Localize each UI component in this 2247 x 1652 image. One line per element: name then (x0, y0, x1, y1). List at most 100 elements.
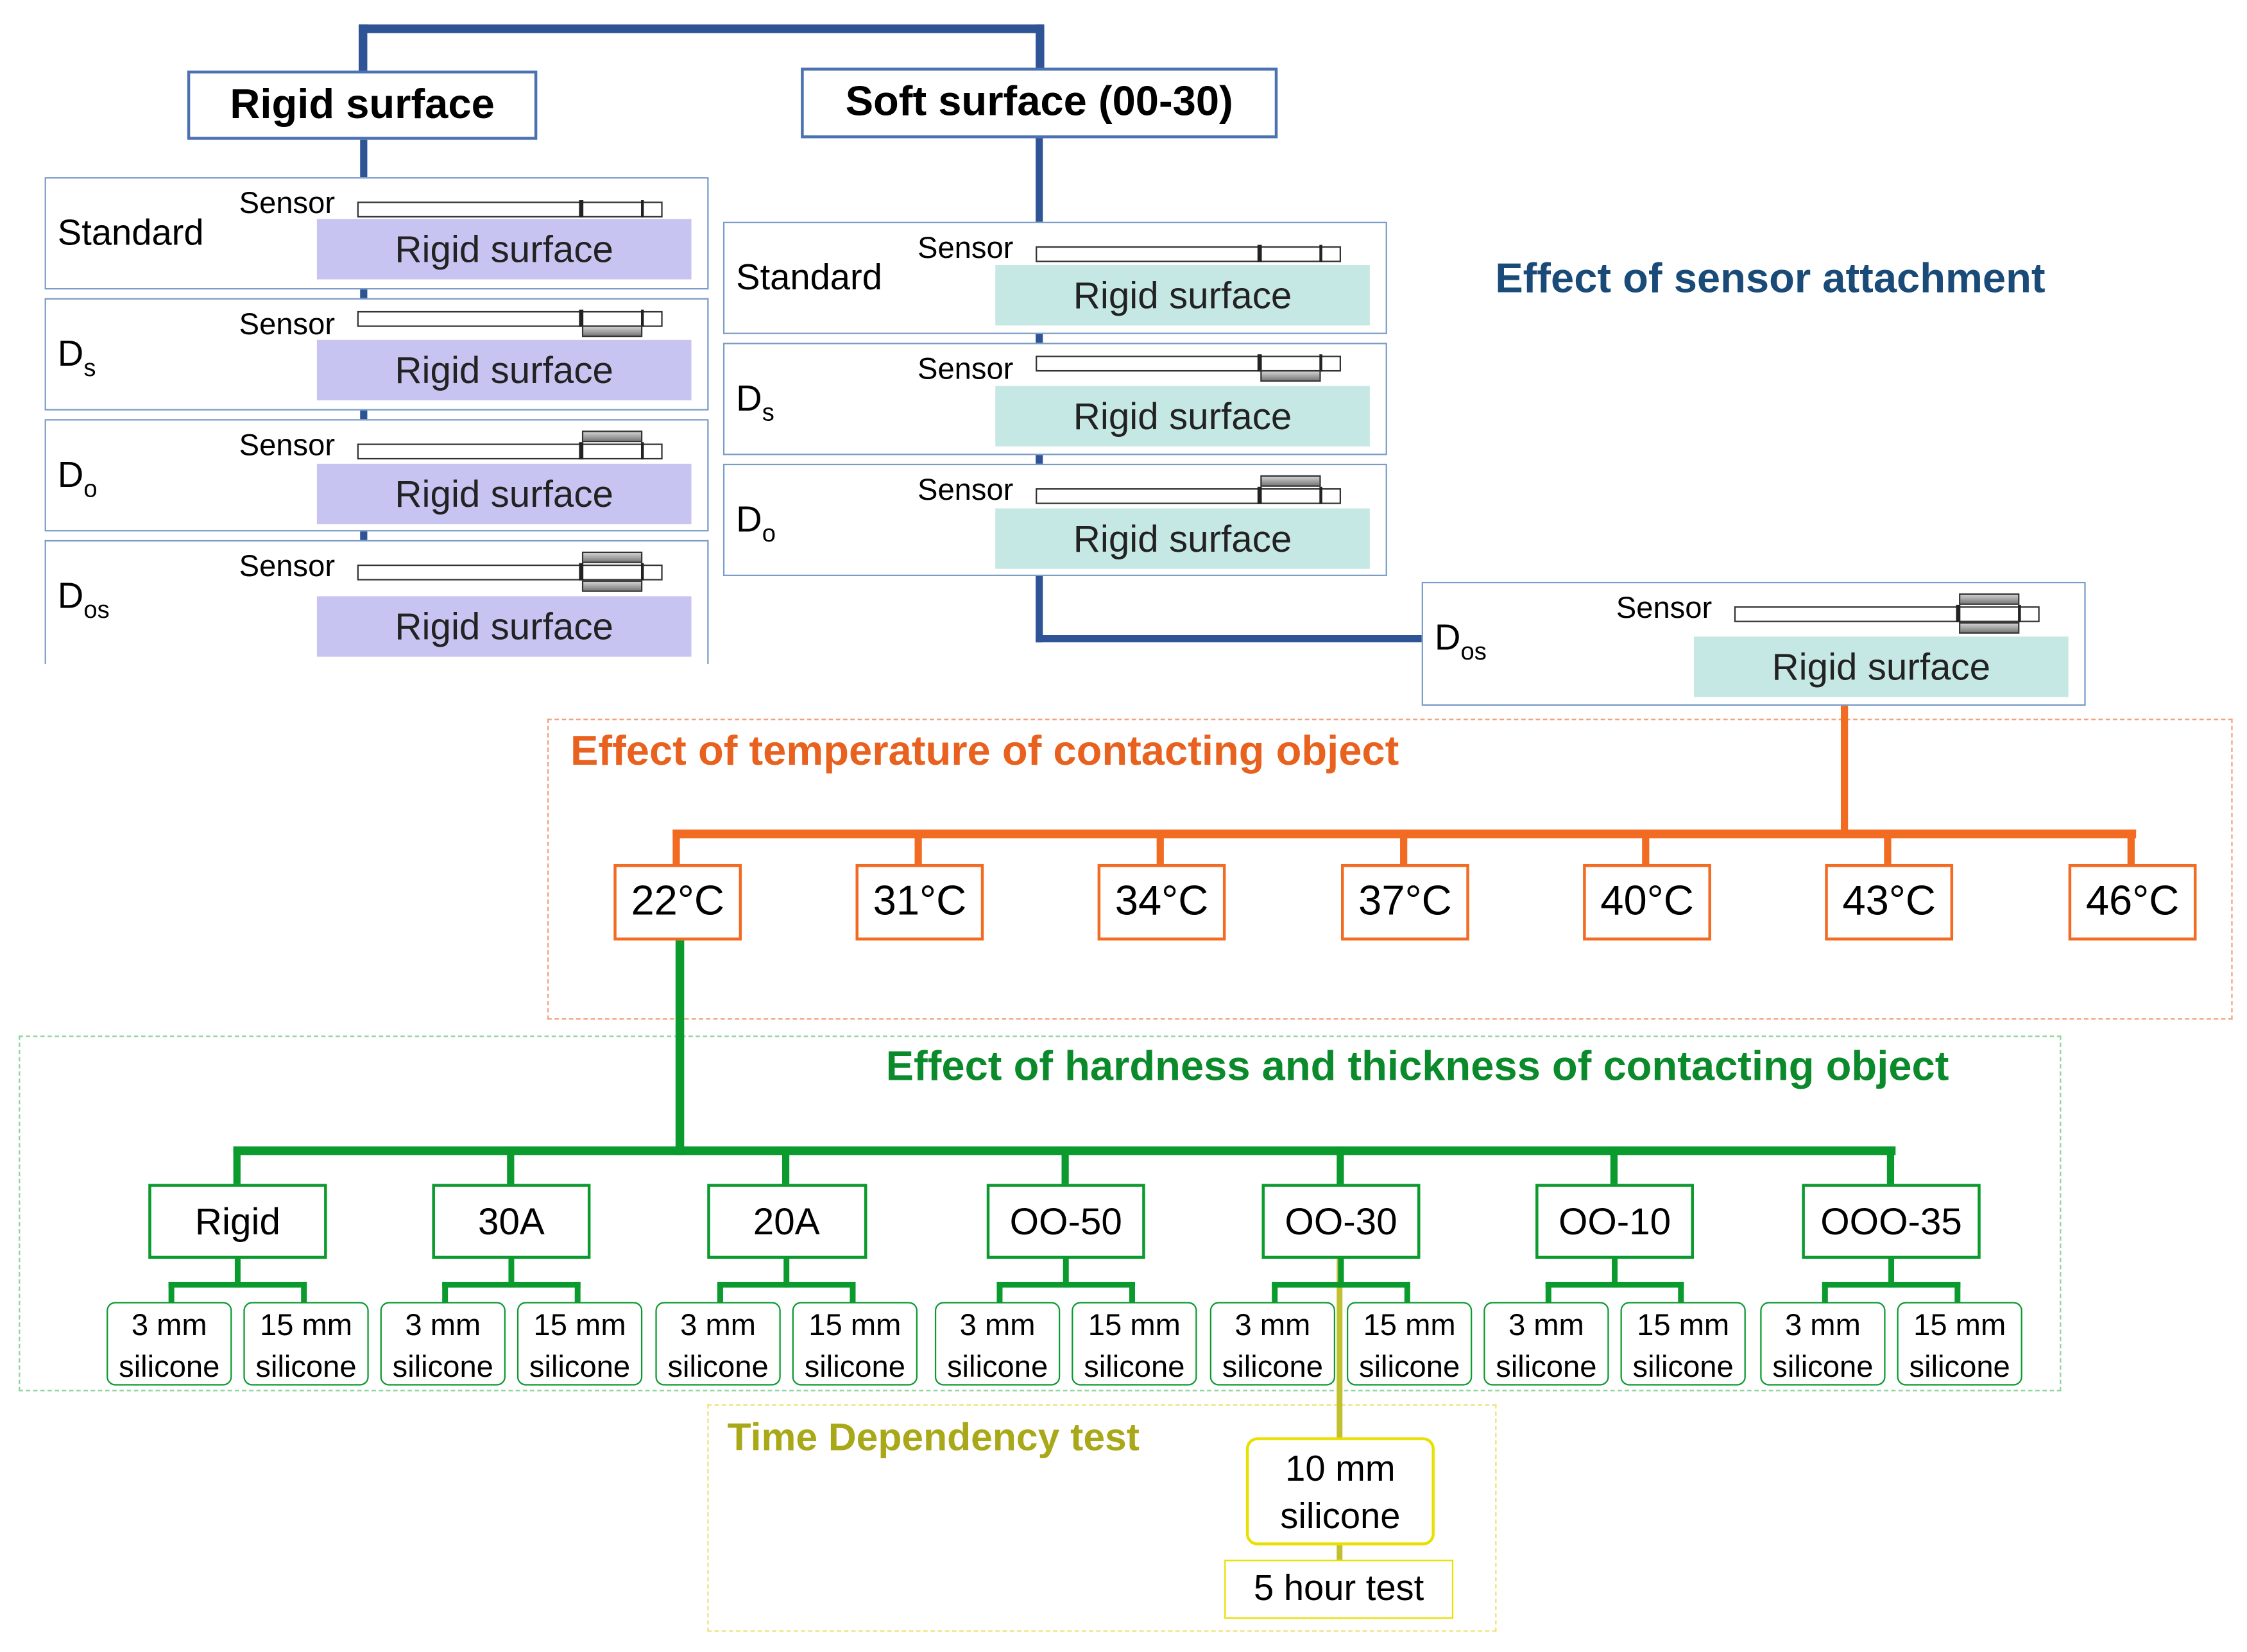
hardness-box: OO-30 (1261, 1184, 1421, 1259)
sensor-bar (1036, 244, 1342, 262)
sample-stem (508, 1259, 515, 1288)
hardness-drop-line (1061, 1146, 1069, 1187)
sensor-label: Sensor (1616, 592, 1713, 626)
sensor-label: Sensor (239, 187, 336, 221)
sample-bus (442, 1281, 581, 1288)
sample-drop-left (1822, 1281, 1828, 1305)
sample-bus (717, 1281, 856, 1288)
sample-drop-right (1678, 1281, 1684, 1305)
sample-thickness: 15 mm (533, 1309, 626, 1343)
sample-material: silicone (255, 1350, 357, 1384)
sample-material: silicone (529, 1350, 631, 1384)
sample-material: silicone (1772, 1350, 1874, 1384)
config-label: Do (57, 455, 98, 503)
hardness-box: Rigid (148, 1184, 327, 1259)
sample-thickness: 15 mm (808, 1309, 901, 1343)
rigid-standard-panel: Standard Sensor Rigid surface (44, 177, 709, 290)
soft-dos-panel: Dos Sensor Rigid surface (1421, 581, 2086, 706)
sample-bus (168, 1281, 307, 1288)
sample-stem (783, 1259, 790, 1288)
sample-drop-left (442, 1281, 449, 1305)
hardness-drop-line (1610, 1146, 1618, 1187)
time-region (707, 1404, 1497, 1632)
temp-drop-line (1884, 830, 1892, 867)
top-pad (1959, 593, 2020, 605)
sample-bus (996, 1281, 1135, 1288)
temp-drop-line (1156, 830, 1164, 867)
sample-material: silicone (667, 1350, 769, 1384)
sample-thickness: 15 mm (1913, 1309, 2006, 1343)
config-label: Ds (57, 334, 96, 382)
sample-material: silicone (1909, 1350, 2010, 1384)
sensor-bar (1036, 486, 1342, 504)
sample-thickness: 3 mm (1784, 1309, 1861, 1343)
sample-stem (234, 1259, 241, 1288)
sample-thickness: 3 mm (680, 1309, 756, 1343)
top-connector (358, 24, 1043, 33)
sample-bus (1822, 1281, 1961, 1288)
sample-thickness: 15 mm (1088, 1309, 1181, 1343)
sample-drop-right (1954, 1281, 1961, 1305)
temp-drop-line (914, 830, 922, 867)
soft-spine-2 (1036, 574, 1043, 643)
sensor-attachment-title: Effect of sensor attachment (1495, 256, 2046, 303)
sample-thickness: 3 mm (405, 1309, 481, 1343)
sample-material: silicone (1496, 1350, 1597, 1384)
hardness-trunk (675, 939, 685, 1155)
sample-thickness: 3 mm (131, 1309, 207, 1343)
time-connector (1337, 1259, 1343, 1440)
top-pad (1260, 475, 1321, 487)
rigid-do-panel: Do Sensor Rigid surface (44, 419, 709, 532)
temp-drop-line (1642, 830, 1650, 867)
config-label: Do (736, 499, 776, 548)
hardness-drop-line (507, 1146, 515, 1187)
surface-block: Rigid surface (995, 386, 1370, 447)
sample-drop-right (850, 1281, 856, 1305)
rigid-spine (360, 138, 368, 182)
temp-trunk (1840, 706, 1849, 836)
config-label: Dos (57, 575, 110, 624)
rigid-drop (358, 24, 368, 74)
time-sample-line1: 10 mm (1285, 1449, 1396, 1490)
sensor-bar (357, 200, 663, 217)
sample-stem (1338, 1259, 1344, 1288)
hardness-region (19, 1035, 2062, 1392)
config-label: Dos (1434, 618, 1487, 666)
sample-material: silicone (1632, 1350, 1734, 1384)
hardness-drop-line (1886, 1146, 1895, 1187)
temp-drop-line (1400, 830, 1408, 867)
temperature-box: 43°C (1825, 864, 1954, 941)
hardness-title: Effect of hardness and thickness of cont… (885, 1044, 1949, 1091)
hardness-drop-line (1337, 1146, 1344, 1187)
sample-material: silicone (1084, 1350, 1185, 1384)
sample-box-15mm: 15 mm silicone (517, 1302, 643, 1386)
soft-spine (1036, 138, 1043, 225)
sample-stem (1888, 1259, 1895, 1288)
sample-material: silicone (1222, 1350, 1323, 1384)
surface-block: Rigid surface (1694, 636, 2069, 697)
rigid-dos-panel: Dos Sensor Rigid surface (44, 540, 709, 664)
rigid-ds-panel: Ds Sensor Rigid surface (44, 298, 709, 411)
top-pad (581, 551, 643, 563)
sample-box-15mm: 15 mm silicone (1072, 1302, 1197, 1386)
sample-drop-right (574, 1281, 581, 1305)
temperature-box: 37°C (1341, 864, 1469, 941)
sensor-bar (1734, 604, 2040, 622)
hardness-box: 20A (706, 1184, 867, 1259)
sensor-label: Sensor (918, 232, 1014, 266)
config-label: Standard (736, 257, 882, 298)
top-pad (581, 430, 643, 443)
time-sample-box: 10 mm silicone (1245, 1437, 1435, 1546)
sample-material: silicone (804, 1350, 905, 1384)
sample-bus (1272, 1281, 1410, 1288)
temperature-box: 31°C (855, 864, 984, 941)
bottom-pad (581, 580, 643, 592)
